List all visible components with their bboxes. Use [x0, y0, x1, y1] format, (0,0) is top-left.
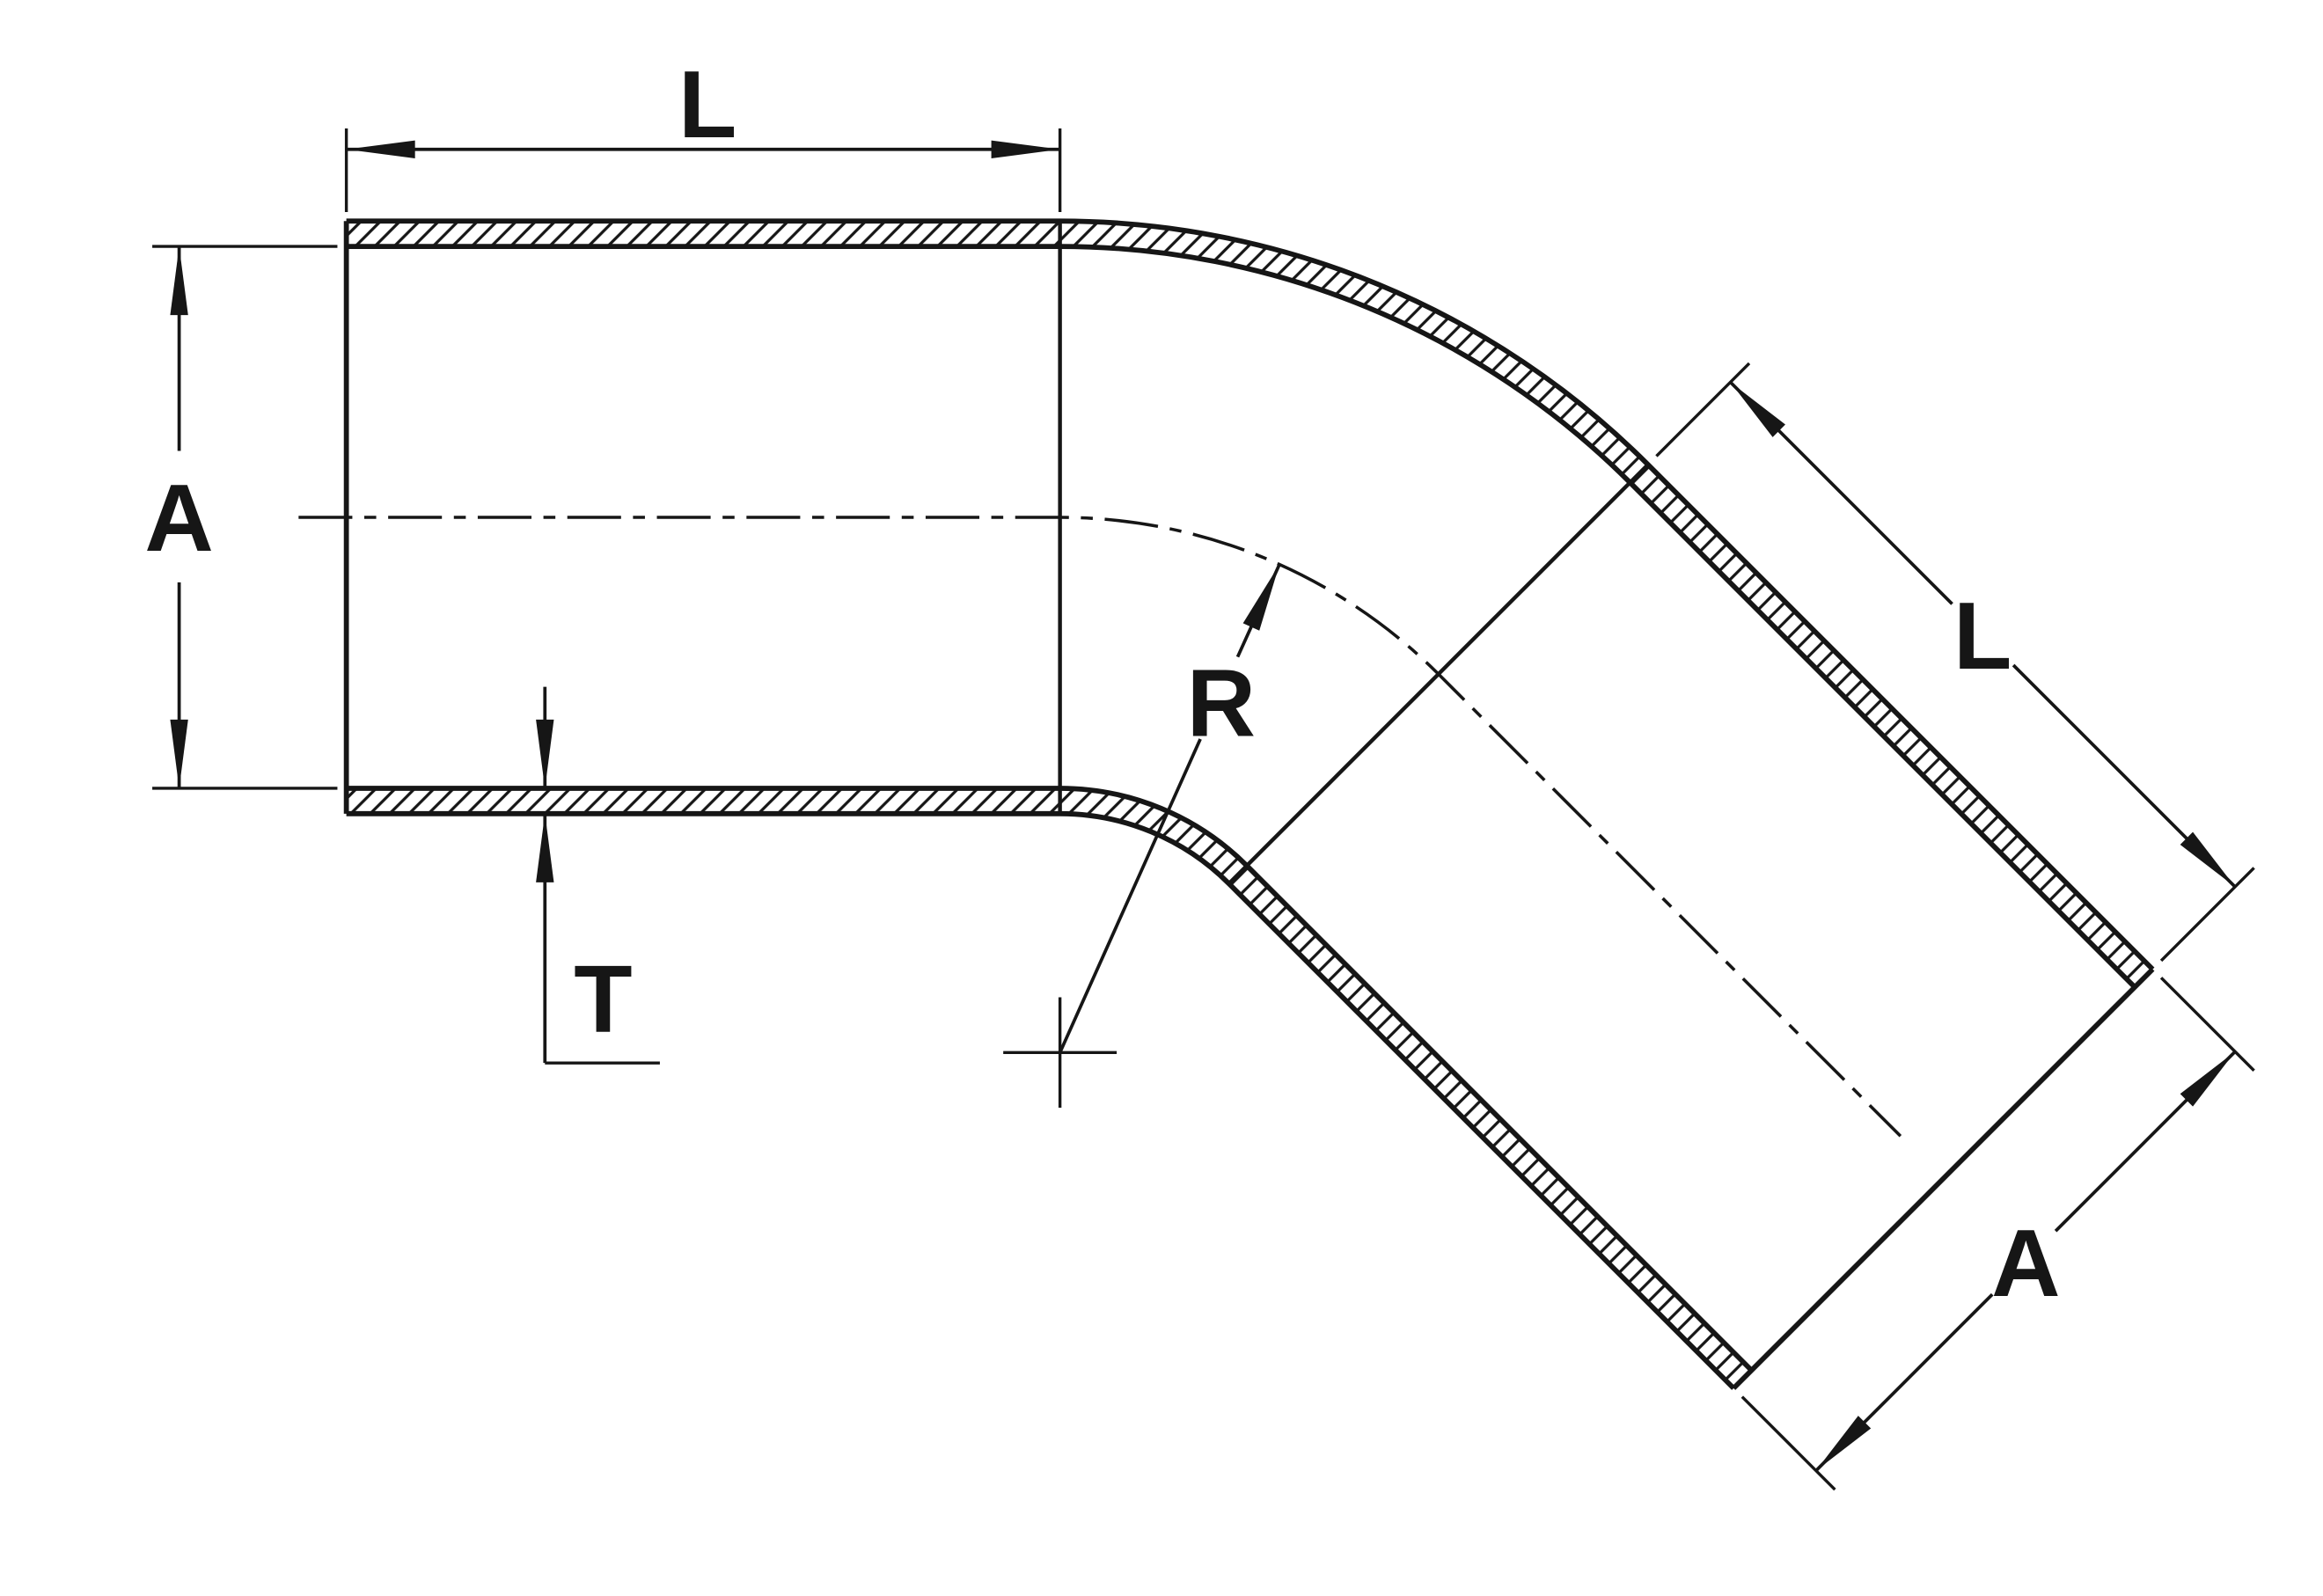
pipe-right-end-face	[1732, 967, 2155, 1390]
dim-left-diameter: A	[144, 245, 338, 790]
extension-line	[2159, 977, 2255, 1073]
dimension-line	[1814, 1292, 1994, 1472]
dim-top-length: L	[344, 52, 1062, 213]
dimension-line	[2054, 1050, 2237, 1233]
dim-bend-radius: R	[1003, 563, 1281, 1109]
extension-line	[2159, 867, 2255, 963]
pipe-outer-wall-bottom	[346, 810, 1736, 1390]
pipe-inner-wall-bottom	[346, 786, 1754, 1373]
bend-center-cross	[1003, 997, 1118, 1109]
dimension-line	[1729, 381, 1953, 605]
label-diagonal-length: L	[1953, 583, 2012, 690]
label-bend-radius: R	[1187, 651, 1256, 758]
label-wall-thickness: T	[574, 947, 632, 1053]
pipe-inner-wall-top	[346, 244, 2137, 990]
dim-wall-thickness: T	[536, 686, 660, 1065]
dim-diagonal-length: L	[1655, 362, 2255, 963]
extension-line	[1655, 362, 1751, 458]
label-top-length: L	[678, 52, 736, 158]
radius-leader-arrow	[1235, 563, 1281, 658]
label-end-diameter: A	[1991, 1211, 2060, 1317]
radius-leader	[1058, 738, 1202, 1054]
pipe-outer-wall-top	[346, 218, 2155, 971]
pipe-body	[343, 218, 2155, 1390]
extension-line	[1740, 1395, 1836, 1491]
dimension-line	[2012, 663, 2237, 889]
label-left-diameter: A	[144, 465, 213, 572]
pipe-centerline	[298, 516, 1902, 1138]
hatch-bottom-wall	[346, 787, 1752, 1388]
dim-end-diameter: A	[1740, 977, 2255, 1491]
